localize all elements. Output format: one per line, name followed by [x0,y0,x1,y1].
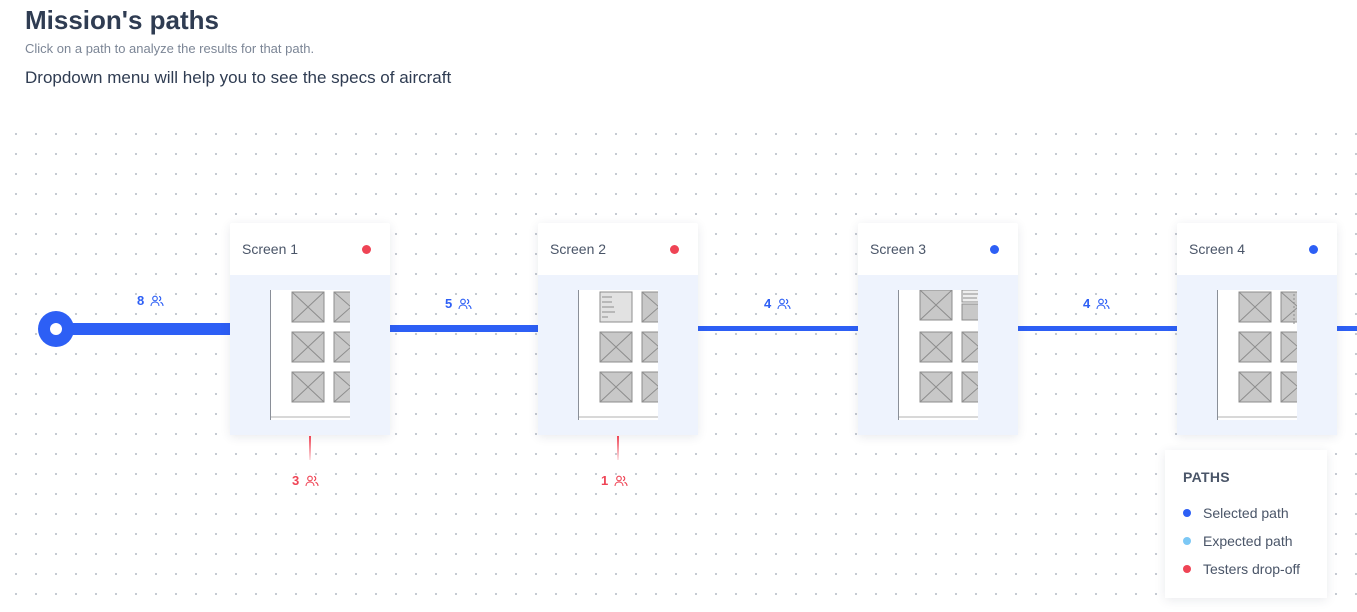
page-header: Mission's paths Click on a path to analy… [25,4,451,89]
path-count-2-3: 4 [764,296,791,311]
page-description: Dropdown menu will help you to see the s… [25,68,452,87]
status-dot-selected [1309,244,1318,254]
screen-thumbnail-area [230,275,390,435]
path-count-value: 4 [764,296,772,311]
users-icon [614,475,628,486]
dropoff-tick-2[interactable] [617,436,619,460]
path-segment-4-out[interactable] [1337,326,1357,331]
screen-thumbnail [898,290,978,420]
path-count-value: 4 [1083,296,1091,311]
page-title: Mission's paths [25,5,219,35]
legend-item-selected: Selected path [1183,499,1309,527]
dropoff-count-2[interactable]: 1 [601,473,628,488]
status-dot-selected [990,244,999,254]
screen-thumbnail-area [538,275,698,435]
screen-title: Screen 3 [870,241,927,257]
screen-card-header: Screen 2 [538,223,698,275]
wireframe-image-icon [899,290,978,418]
page-subtitle: Click on a path to analyze the results f… [25,41,315,56]
wireframe-image-icon [579,291,658,418]
users-icon [1096,298,1110,309]
screen-thumbnail-area [1177,275,1337,435]
wireframe-image-icon [1218,291,1297,418]
screen-thumbnail-area [858,275,1018,435]
paths-legend: PATHS Selected path Expected path Tester… [1165,450,1327,598]
screen-title: Screen 1 [242,241,299,257]
path-count-value: 8 [137,293,145,308]
path-count-3-4: 4 [1083,296,1110,311]
path-segment-2-3[interactable] [698,326,858,331]
users-icon [305,475,319,486]
screen-thumbnail [270,290,350,420]
screen-card-header: Screen 1 [230,223,390,275]
path-count-1-2: 5 [445,296,472,311]
dropoff-count-1[interactable]: 3 [292,473,319,488]
path-count-value: 5 [445,296,453,311]
users-icon [458,298,472,309]
path-segment-1-2[interactable] [390,325,538,332]
screen-card-3[interactable]: Screen 3 [858,223,1018,435]
status-dot-dropoff [670,244,679,254]
dropoff-tick-1[interactable] [309,436,311,460]
screen-card-header: Screen 4 [1177,223,1337,275]
legend-label: Testers drop-off [1203,561,1301,577]
legend-dot-dropoff [1183,565,1191,573]
legend-title: PATHS [1183,469,1230,485]
screen-card-2[interactable]: Screen 2 [538,223,698,435]
path-segment-start[interactable] [56,323,230,335]
legend-dot-expected [1183,537,1191,545]
screen-card-1[interactable]: Screen 1 [230,223,390,435]
legend-dot-selected [1183,509,1191,517]
screen-card-4[interactable]: Screen 4 [1177,223,1337,435]
legend-label: Selected path [1203,505,1289,521]
users-icon [150,295,164,306]
users-icon [777,298,791,309]
status-dot-dropoff [362,244,371,254]
screen-title: Screen 4 [1189,241,1246,257]
path-count-start: 8 [137,293,164,308]
screen-title: Screen 2 [550,241,607,257]
path-segment-3-4[interactable] [1017,326,1177,331]
legend-label: Expected path [1203,533,1293,549]
screen-card-header: Screen 3 [858,223,1018,275]
dropoff-count-value: 3 [292,473,300,488]
legend-item-expected: Expected path [1183,527,1309,555]
wireframe-image-icon [271,291,350,418]
legend-item-dropoff: Testers drop-off [1183,555,1309,583]
screen-thumbnail [578,290,658,420]
dropoff-count-value: 1 [601,473,609,488]
start-node-icon[interactable] [38,311,74,347]
screen-thumbnail [1217,290,1297,420]
